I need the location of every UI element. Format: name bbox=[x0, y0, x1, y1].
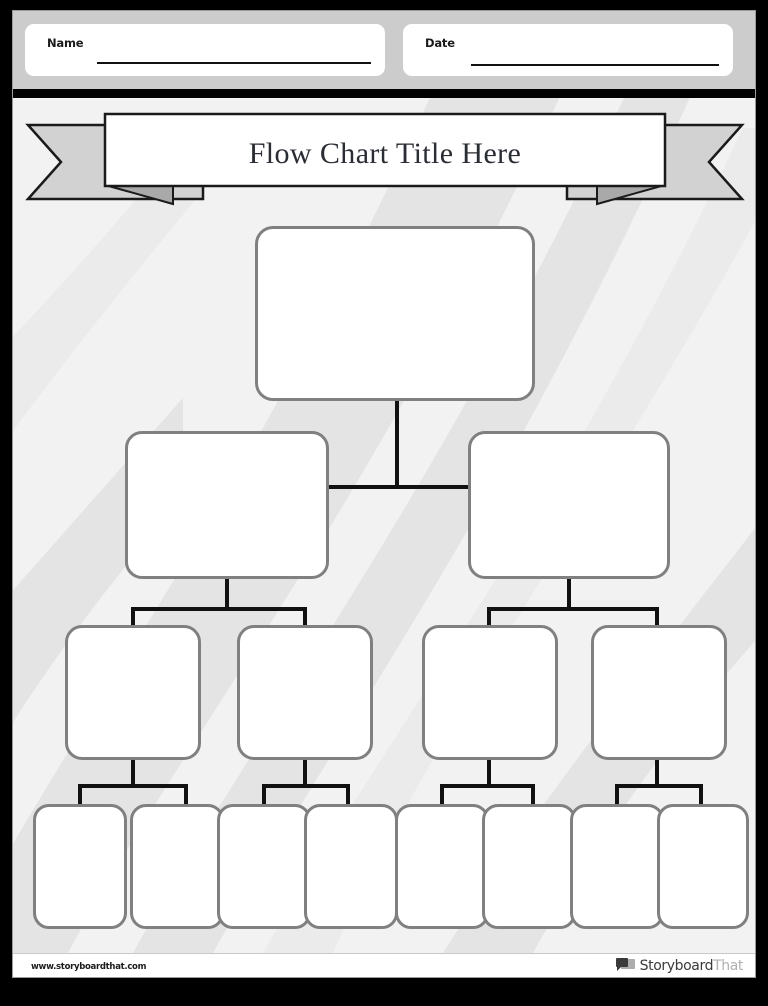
logo-word-secondary: That bbox=[713, 958, 743, 974]
connector-n6-bar bbox=[615, 784, 703, 788]
name-field-label: Name bbox=[47, 36, 84, 50]
flow-node-level3-1[interactable] bbox=[33, 804, 127, 929]
connector-n5-drop-right bbox=[531, 784, 535, 806]
flow-node-level3-2[interactable] bbox=[130, 804, 224, 929]
flow-node-level1-right[interactable] bbox=[468, 431, 670, 579]
connector-n3-drop-right bbox=[184, 784, 188, 806]
flow-node-level3-7[interactable] bbox=[570, 804, 664, 929]
connector-n6-stem bbox=[655, 760, 659, 788]
connector-n3-stem bbox=[131, 760, 135, 788]
connector-n4-drop-left bbox=[262, 784, 266, 806]
connector-n3-drop-left bbox=[78, 784, 82, 806]
flow-node-level2-1[interactable] bbox=[65, 625, 201, 760]
flow-node-level2-3[interactable] bbox=[422, 625, 558, 760]
connector-n4-bar bbox=[262, 784, 350, 788]
connector-n2-drop-left bbox=[487, 607, 491, 627]
flow-node-level3-4[interactable] bbox=[304, 804, 398, 929]
name-field[interactable]: Name bbox=[25, 24, 385, 76]
connector-root-stem bbox=[395, 401, 399, 489]
worksheet-canvas: Flow Chart Title Here bbox=[13, 98, 755, 953]
flow-node-root[interactable] bbox=[255, 226, 535, 401]
connector-n1-drop-left bbox=[131, 607, 135, 627]
connector-n1-stem bbox=[225, 579, 229, 611]
worksheet-page: Name Date bbox=[12, 10, 756, 978]
connector-n5-bar bbox=[440, 784, 535, 788]
name-field-writing-line[interactable] bbox=[97, 62, 371, 64]
flow-node-level2-2[interactable] bbox=[237, 625, 373, 760]
logo-wordmark: StoryboardThat bbox=[639, 958, 744, 974]
ribbon-panel bbox=[103, 112, 667, 188]
connector-n2-bar bbox=[487, 607, 659, 611]
flow-node-level3-6[interactable] bbox=[482, 804, 576, 929]
connector-n5-stem bbox=[487, 760, 491, 788]
flow-node-level3-3[interactable] bbox=[217, 804, 311, 929]
date-field-label: Date bbox=[425, 36, 455, 50]
date-field-writing-line[interactable] bbox=[471, 64, 719, 66]
connector-n1-bar bbox=[131, 607, 307, 611]
connector-n6-drop-right bbox=[699, 784, 703, 806]
ribbon-graphic bbox=[25, 112, 745, 206]
connector-n6-drop-left bbox=[615, 784, 619, 806]
flow-node-level3-5[interactable] bbox=[395, 804, 489, 929]
connector-n4-stem bbox=[303, 760, 307, 788]
connector-n1-drop-right bbox=[303, 607, 307, 627]
connector-root-bar bbox=[329, 485, 468, 489]
connector-n2-stem bbox=[567, 579, 571, 611]
connector-n2-drop-right bbox=[655, 607, 659, 627]
flow-chart bbox=[13, 98, 755, 953]
flow-node-level3-8[interactable] bbox=[657, 804, 749, 929]
connector-n4-drop-right bbox=[346, 784, 350, 806]
flow-node-level2-4[interactable] bbox=[591, 625, 727, 760]
date-field[interactable]: Date bbox=[403, 24, 733, 76]
speech-bubbles-icon bbox=[615, 958, 635, 971]
flow-node-level1-left[interactable] bbox=[125, 431, 329, 579]
connector-n3-bar bbox=[78, 784, 188, 788]
connector-n5-drop-left bbox=[440, 784, 444, 806]
storyboardthat-logo[interactable]: StoryboardThat bbox=[615, 958, 744, 974]
footer-website-url[interactable]: www.storyboardthat.com bbox=[31, 962, 147, 972]
header-divider bbox=[13, 89, 755, 98]
worksheet-header: Name Date bbox=[13, 11, 755, 89]
logo-word-primary: Storyboard bbox=[639, 958, 714, 974]
worksheet-footer: www.storyboardthat.com StoryboardThat bbox=[13, 953, 755, 977]
